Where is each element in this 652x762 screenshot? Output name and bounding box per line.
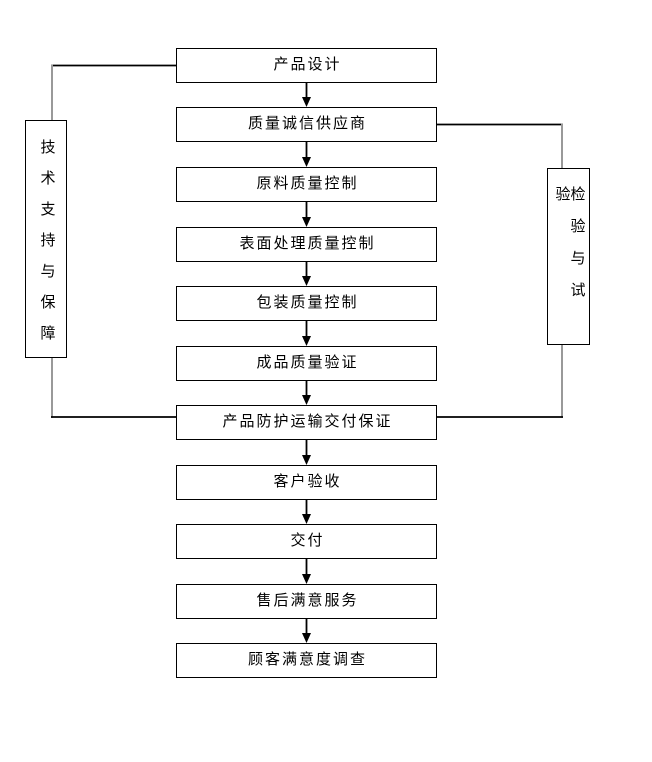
step-customer-acceptance: 客户验收: [176, 465, 437, 500]
step-finished-product-verification: 成品质量验证: [176, 346, 437, 381]
side-label: 检验与试验: [553, 186, 585, 314]
step-label: 顾客满意度调查: [247, 652, 367, 668]
step-packaging-qc: 包装质量控制: [176, 286, 437, 321]
flow-arrow-7-8: [302, 440, 311, 465]
step-after-sales-service: 售后满意服务: [176, 584, 437, 619]
side-technical-support-box: 技术支持与保障: [25, 120, 67, 358]
flow-arrow-3-4: [302, 202, 311, 227]
step-label: 产品防护运输交付保证: [222, 414, 393, 430]
side-inspection-testing-box: 检验与试验: [547, 168, 590, 345]
step-delivery: 交付: [176, 524, 437, 559]
flow-arrow-8-9: [302, 500, 311, 524]
flow-arrow-9-10: [302, 559, 311, 584]
step-quality-integrity-supplier: 质量诚信供应商: [176, 107, 437, 142]
step-raw-material-qc: 原料质量控制: [176, 167, 437, 202]
side-label: 技术支持与保障: [38, 138, 55, 356]
flow-arrow-10-11: [302, 619, 311, 643]
step-product-design: 产品设计: [176, 48, 437, 83]
step-label: 产品设计: [273, 57, 342, 73]
step-surface-treatment-qc: 表面处理质量控制: [176, 227, 437, 262]
flow-arrow-4-5: [302, 262, 311, 286]
flow-arrow-2-3: [302, 142, 311, 167]
step-label: 成品质量验证: [256, 355, 359, 371]
step-label: 客户验收: [273, 474, 342, 490]
flow-arrow-5-6: [302, 321, 311, 346]
step-label: 交付: [290, 533, 325, 549]
step-label: 售后满意服务: [256, 593, 359, 609]
step-label: 原料质量控制: [256, 176, 359, 192]
flow-arrow-6-7: [302, 381, 311, 405]
step-satisfaction-survey: 顾客满意度调查: [176, 643, 437, 678]
step-label: 表面处理质量控制: [239, 236, 376, 252]
step-protection-transport-delivery: 产品防护运输交付保证: [176, 405, 437, 440]
step-label: 质量诚信供应商: [247, 116, 367, 132]
step-label: 包装质量控制: [256, 295, 359, 311]
flow-arrow-1-2: [302, 83, 311, 107]
